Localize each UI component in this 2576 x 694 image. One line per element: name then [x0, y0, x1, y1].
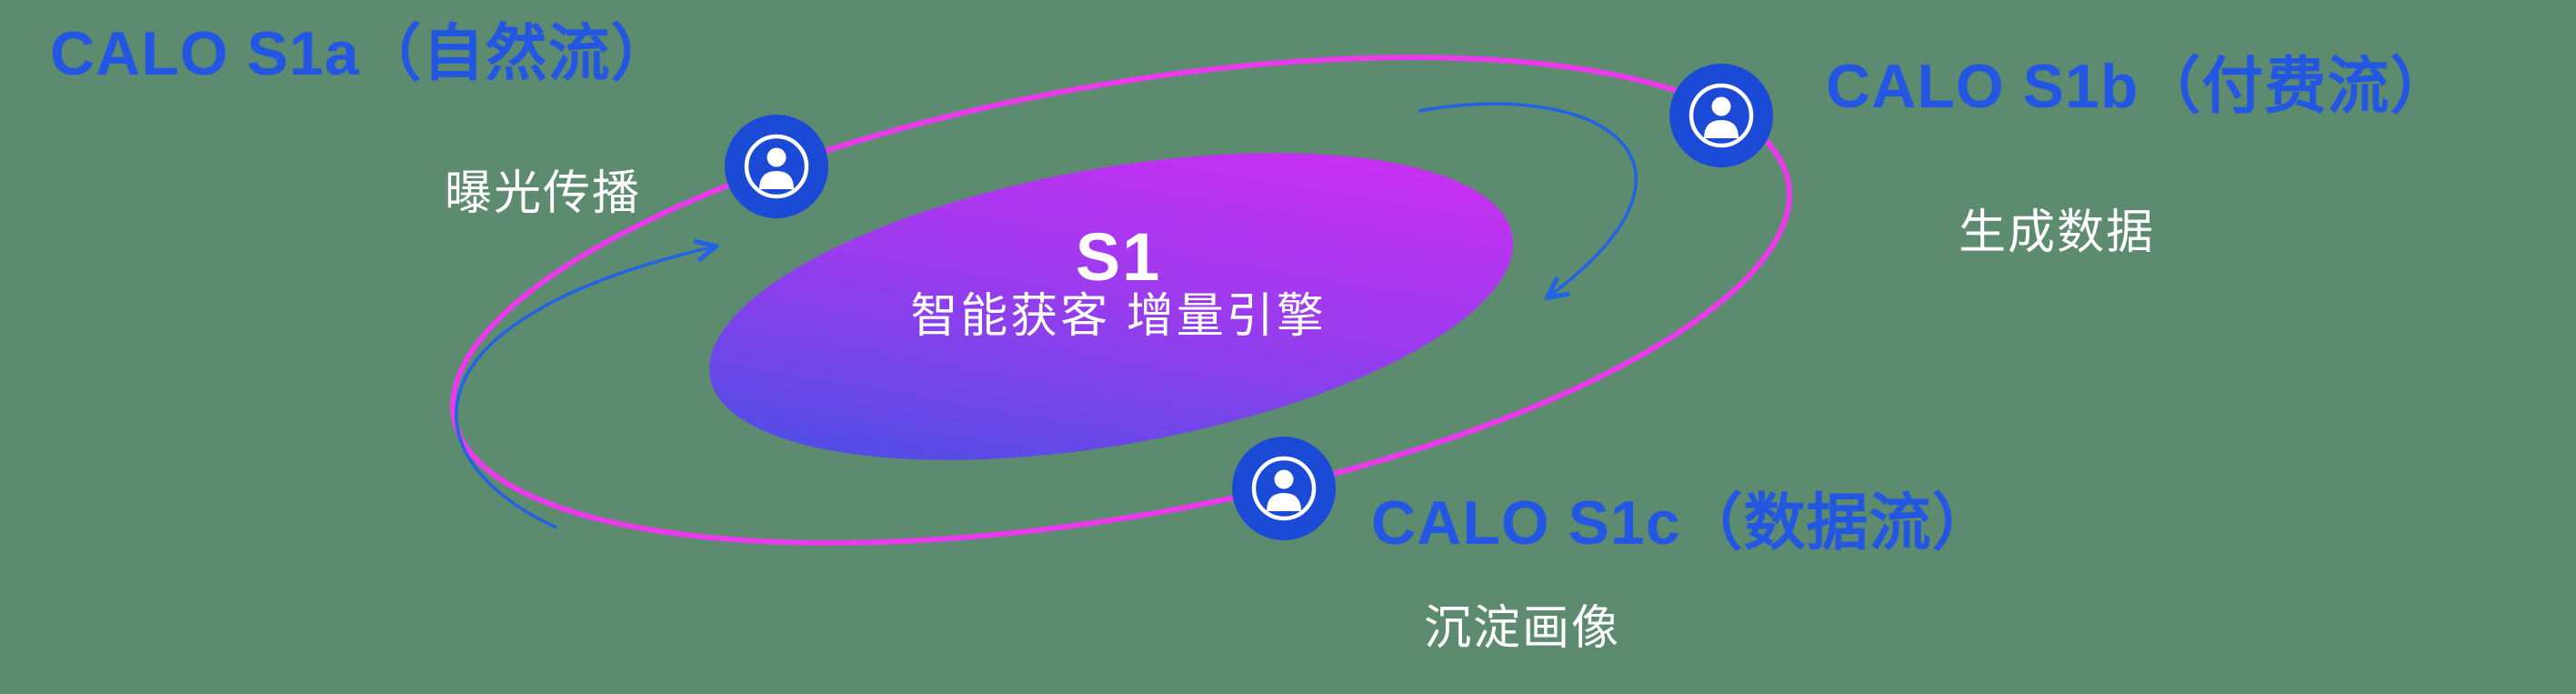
node-sublabel-s1b: 生成数据	[1958, 206, 2155, 259]
user-circle-icon-s1c	[1232, 437, 1336, 540]
orbit-ring	[450, 55, 1792, 546]
node-sublabel-s1a: 曝光传播	[444, 167, 641, 220]
center-gradient-ellipse	[709, 153, 1513, 460]
user-circle-icon-s1a	[725, 115, 828, 218]
flow-arrow-left	[455, 247, 711, 529]
node-sublabel-s1c: 沉淀画像	[1423, 602, 1620, 655]
center-subtitle: 智能获客 增量引擎	[910, 290, 1327, 343]
node-label-s1a: CALO S1a（自然流）	[50, 19, 674, 88]
node-label-s1b: CALO S1b（付费流）	[1826, 52, 2453, 121]
node-label-s1c: CALO S1c（数据流）	[1371, 488, 1995, 558]
user-circle-icon-s1b	[1669, 64, 1773, 167]
flow-arrow-right	[1418, 102, 1638, 295]
center-title: S1	[1075, 219, 1162, 295]
